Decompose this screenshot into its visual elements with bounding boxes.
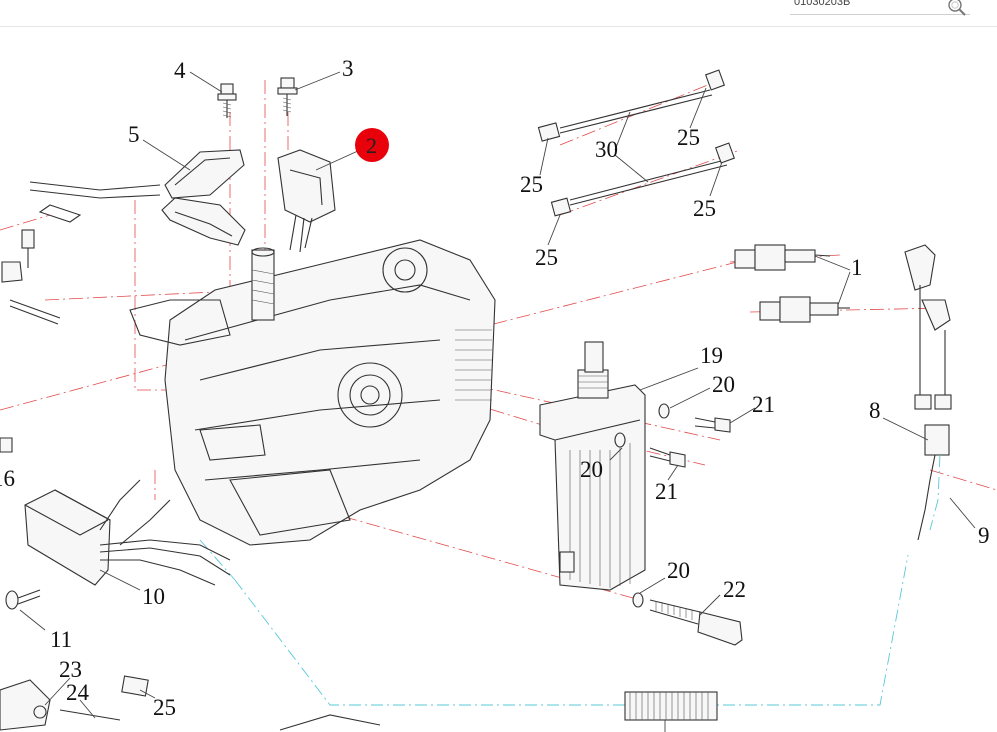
part-10-cdi-unit (24, 479, 231, 586)
part-5-pulser-coil (29, 149, 246, 246)
selected-marker-circle (355, 128, 389, 162)
callout-25-e[interactable]: 25 (153, 695, 176, 720)
callout-21-b[interactable]: 21 (655, 479, 678, 504)
callout-25-d[interactable]: 25 (535, 245, 558, 270)
part-8-plug-leads (904, 244, 952, 541)
part-11-bolt (5, 589, 41, 610)
callout-19[interactable]: 19 (700, 343, 723, 368)
callout-3[interactable]: 3 (342, 56, 354, 81)
callout-23[interactable]: 23 (59, 657, 82, 682)
callout-24[interactable]: 24 (66, 680, 90, 705)
callout-labels: 4 3 5 30 25 25 25 25 1 19 20 21 8 20 16 … (0, 56, 990, 720)
callout-16[interactable]: 16 (0, 466, 15, 491)
part-30-cords (537, 69, 736, 217)
engine-block (129, 239, 496, 546)
callout-9[interactable]: 9 (978, 523, 990, 548)
callout-20-c[interactable]: 20 (667, 558, 690, 583)
callout-5[interactable]: 5 (128, 122, 140, 147)
search-input[interactable] (794, 0, 934, 12)
part-1-spark-plugs (734, 244, 850, 323)
part-4-bolt (217, 83, 237, 118)
callout-30[interactable]: 30 (595, 137, 618, 162)
part-21-bolts (649, 417, 731, 468)
bottom-parts (0, 675, 718, 731)
callout-20-b[interactable]: 20 (580, 457, 603, 482)
search-icon[interactable] (946, 0, 968, 18)
callout-25-a[interactable]: 25 (677, 125, 700, 150)
callout-11[interactable]: 11 (50, 627, 72, 652)
callout-20-a[interactable]: 20 (712, 372, 735, 397)
top-toolbar (0, 0, 997, 27)
wire-routing-lines (199, 539, 909, 706)
callout-4[interactable]: 4 (174, 58, 186, 83)
callout-2[interactable]: 2 (366, 133, 377, 158)
part-3-bolt (277, 77, 298, 116)
callout-10[interactable]: 10 (142, 584, 165, 609)
callout-22[interactable]: 22 (723, 577, 746, 602)
search-box (790, 0, 970, 15)
leader-lines (19, 71, 976, 732)
centerlines (0, 79, 997, 601)
callout-21-a[interactable]: 21 (752, 392, 775, 417)
part-22-bolt (649, 599, 743, 646)
callout-25-c[interactable]: 25 (693, 196, 716, 221)
selected-callout-marker[interactable]: 2 (355, 128, 389, 162)
left-small-parts (0, 229, 61, 453)
callout-8[interactable]: 8 (869, 398, 881, 423)
callout-25-b[interactable]: 25 (520, 172, 543, 197)
part-20-washers (614, 403, 670, 608)
callout-1[interactable]: 1 (851, 255, 863, 280)
